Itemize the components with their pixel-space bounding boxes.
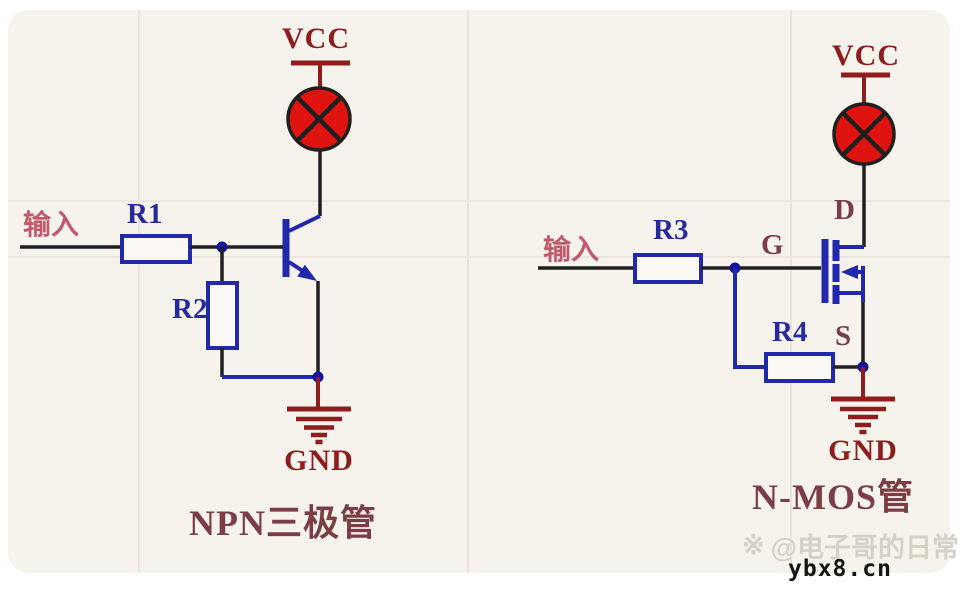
drain-pin-label: D — [834, 194, 855, 226]
grid-line — [138, 10, 140, 573]
vcc-bar-icon — [291, 60, 350, 90]
grid-line — [8, 200, 950, 202]
watermark-author: @电子哥的日常 — [770, 533, 959, 563]
lamp-icon — [832, 102, 896, 166]
vcc-bar-icon — [841, 72, 890, 105]
grid-line — [467, 10, 469, 573]
watermark-site-url: ybx8.cn — [788, 556, 892, 582]
nmos-transistor-icon — [821, 239, 865, 304]
input-label-left: 输入 — [23, 209, 80, 240]
nmos-circuit-drawing — [538, 72, 896, 435]
gnd-label-right: GND — [828, 434, 898, 467]
lamp-icon — [286, 86, 352, 152]
caption-nmos: N-MOS管 — [752, 477, 914, 517]
resistor-r3 — [633, 253, 703, 284]
vcc-label-right: VCC — [832, 39, 900, 72]
gate-pin-label: G — [761, 229, 784, 261]
gnd-label-left: GND — [284, 444, 354, 477]
r4-label: R4 — [772, 316, 808, 348]
ground-icon — [831, 367, 895, 435]
wire — [733, 268, 766, 369]
resistor-r2 — [206, 281, 239, 350]
caption-npn: NPN三极管 — [189, 503, 377, 543]
ground-icon — [287, 377, 351, 445]
resistor-r4 — [764, 352, 835, 383]
watermark: ※ @电子哥的日常 — [742, 526, 959, 565]
grid-line — [8, 256, 950, 258]
input-label-right: 输入 — [543, 234, 600, 265]
r2-label: R2 — [172, 293, 208, 325]
schematic-sheet — [8, 10, 950, 573]
npn-transistor-icon — [282, 214, 321, 281]
vcc-label-left: VCC — [282, 22, 350, 55]
npn-circuit-drawing — [20, 60, 352, 445]
resistor-r1 — [120, 234, 192, 264]
r3-label: R3 — [653, 214, 689, 246]
r1-label: R1 — [127, 198, 163, 230]
source-pin-label: S — [835, 320, 852, 352]
grid-line — [790, 10, 792, 573]
watermark-logo-icon: ※ — [742, 530, 765, 560]
